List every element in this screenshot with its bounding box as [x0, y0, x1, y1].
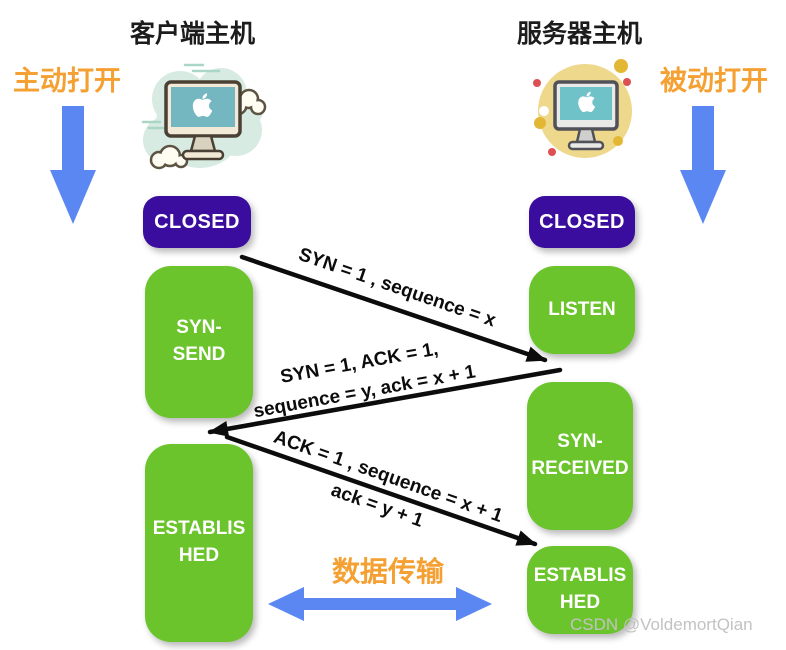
- server-state-closed: CLOSED: [529, 196, 635, 248]
- server-timeline-down-arrow-icon: [680, 106, 726, 224]
- data-transfer-label: 数据传输: [331, 556, 445, 587]
- server-state-listen: LISTEN: [529, 266, 635, 354]
- client-timeline-down-arrow-icon: [50, 106, 96, 224]
- watermark: CSDN @VoldemortQian: [570, 615, 753, 634]
- syn-message-label: SYN = 1 , sequence = x: [295, 244, 499, 332]
- server-state-syn-received: SYN- RECEIVED: [527, 382, 633, 530]
- active-open-label: 主动打开: [13, 66, 121, 96]
- server-host-title: 服务器主机: [517, 20, 643, 48]
- passive-open-label: 被动打开: [660, 66, 768, 96]
- syn-ack-message-label: SYN = 1, ACK = 1, sequence = y, ack = x …: [251, 338, 478, 423]
- data-transfer-double-arrow-icon: [268, 587, 492, 621]
- apple-logo-icon: [578, 91, 596, 113]
- client-state-closed: CLOSED: [143, 196, 251, 248]
- client-state-established: ESTABLIS HED: [145, 444, 253, 642]
- client-host-title: 客户端主机: [130, 20, 256, 48]
- client-host-computer-icon: [141, 63, 267, 170]
- client-state-syn-send: SYN- SEND: [145, 266, 253, 418]
- apple-logo-icon: [192, 93, 213, 117]
- server-host-computer-icon: [533, 59, 632, 158]
- server-state-established: ESTABLIS HED: [527, 546, 633, 634]
